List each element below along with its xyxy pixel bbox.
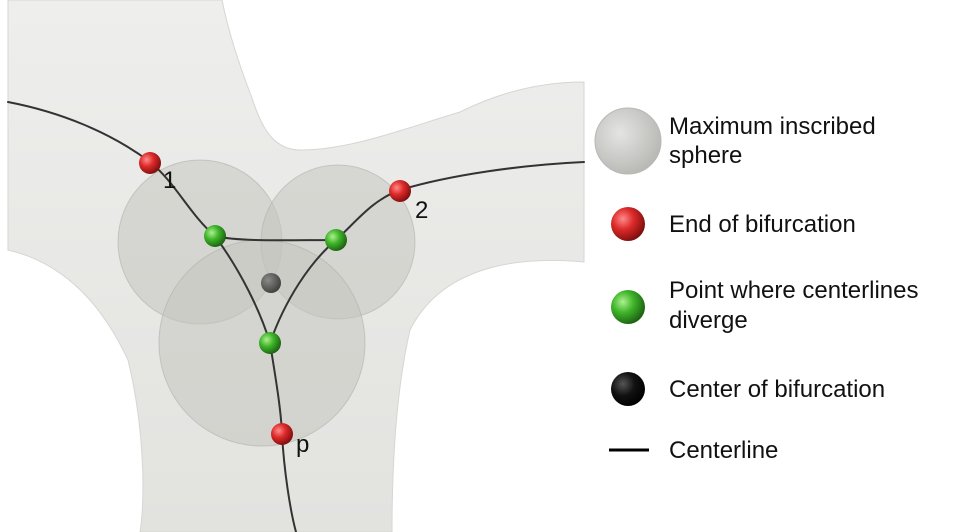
green-ball-icon [611,290,645,324]
legend-item-center: Center of bifurcation [611,372,885,406]
end-point-2 [389,180,411,202]
legend-centerline-line1: Centerline [669,437,778,464]
legend-item-diverge: Point where centerlines diverge [611,277,918,334]
end-point-1 [139,152,161,174]
legend-diverge-line2: diverge [669,307,748,334]
legend-end-line1: End of bifurcation [669,211,856,238]
legend-item-end: End of bifurcation [611,207,856,241]
red-ball-icon [611,207,645,241]
label-end-1: 1 [163,167,176,194]
legend-item-sphere: Maximum inscribed sphere [595,108,876,174]
legend-diverge-line1: Point where centerlines [669,277,918,304]
legend-sphere-line2: sphere [669,142,742,169]
legend-item-centerline: Centerline [609,437,778,464]
diverge-point-left [204,225,226,247]
label-end-p: p [296,431,309,458]
gray-sphere-icon [595,108,661,174]
diverge-point-right [325,229,347,251]
diverge-point-bottom [259,332,281,354]
legend-center-line1: Center of bifurcation [669,376,885,403]
label-end-2: 2 [415,197,428,224]
bifurcation-center-point [261,273,281,293]
end-point-p [271,423,293,445]
black-ball-icon [611,372,645,406]
legend-sphere-line1: Maximum inscribed [669,113,876,140]
legend: Maximum inscribed sphere End of bifurcat… [595,108,918,464]
